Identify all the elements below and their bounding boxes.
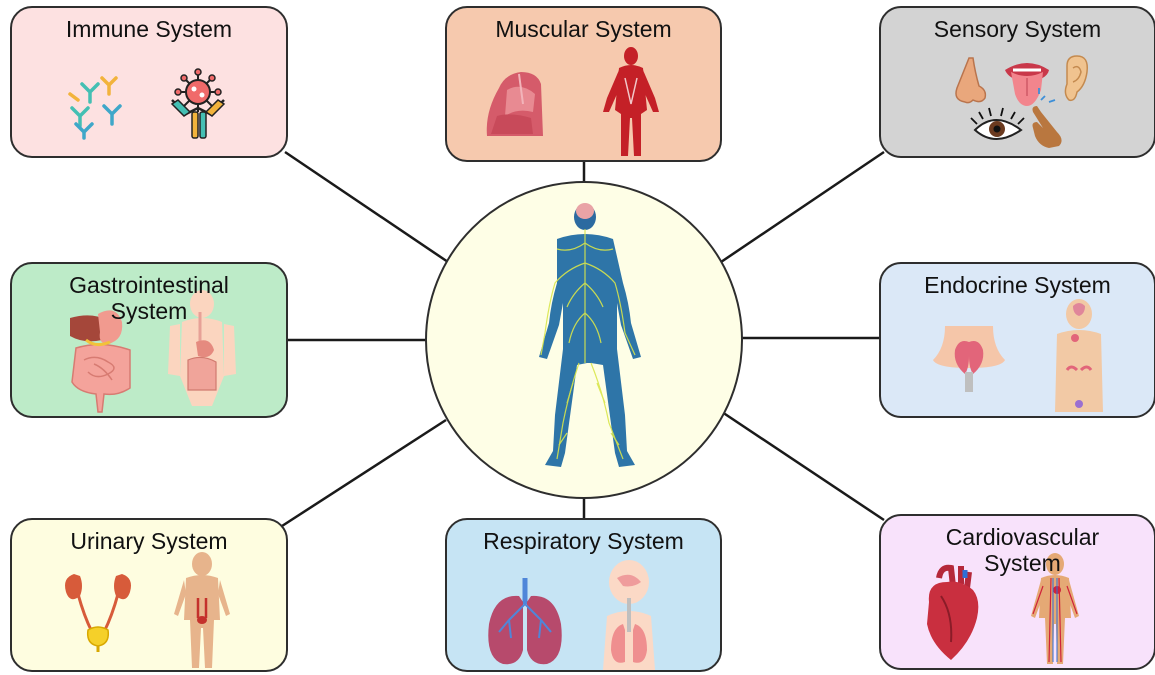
endocrine-system-title: Endocrine System [881, 272, 1154, 298]
urinary-system-box: Urinary System [10, 518, 288, 672]
immune-system-title: Immune System [12, 16, 286, 42]
nervous-system-body-icon [427, 183, 743, 499]
heart-icon [927, 566, 978, 660]
respiratory-system-title: Respiratory System [447, 528, 720, 554]
digestive-organs-icon [70, 310, 130, 412]
muscular-system-box: Muscular System [445, 6, 722, 162]
respiratory-system-box: Respiratory System [445, 518, 722, 672]
connector-immune [285, 152, 448, 262]
virus-antibody-icon [172, 69, 224, 138]
connector-cardiovascular [722, 412, 884, 520]
sensory-system-title: Sensory System [881, 16, 1154, 42]
nose-icon [956, 58, 985, 103]
respiratory-body-icon [603, 560, 655, 670]
sensory-system-box: Sensory System [879, 6, 1155, 158]
thyroid-icon [933, 326, 1005, 392]
torso-muscle-icon [487, 72, 543, 136]
connector-sensory [721, 152, 884, 262]
antibodies-icon [70, 78, 120, 138]
kidneys-bladder-icon [65, 574, 131, 652]
cardiovascular-system-title: Cardiovascular System [921, 524, 1124, 576]
connector-urinary [282, 420, 446, 526]
nervous-system-center-circle [425, 181, 743, 499]
lungs-icon [488, 578, 561, 664]
immune-system-box: Immune System [10, 6, 288, 158]
muscular-system-title: Muscular System [447, 16, 720, 42]
endocrine-body-icon [1055, 299, 1103, 412]
cardiovascular-system-box: Cardiovascular System [879, 514, 1155, 670]
eye-icon [971, 108, 1024, 139]
gastrointestinal-system-title: Gastrointestinal System [42, 272, 256, 324]
ear-icon [1065, 56, 1087, 100]
muscle-body-icon [603, 47, 659, 156]
urinary-body-icon [174, 552, 230, 668]
endocrine-system-box: Endocrine System [879, 262, 1155, 418]
gastrointestinal-system-box: Gastrointestinal System [10, 262, 288, 418]
urinary-system-title: Urinary System [12, 528, 286, 554]
